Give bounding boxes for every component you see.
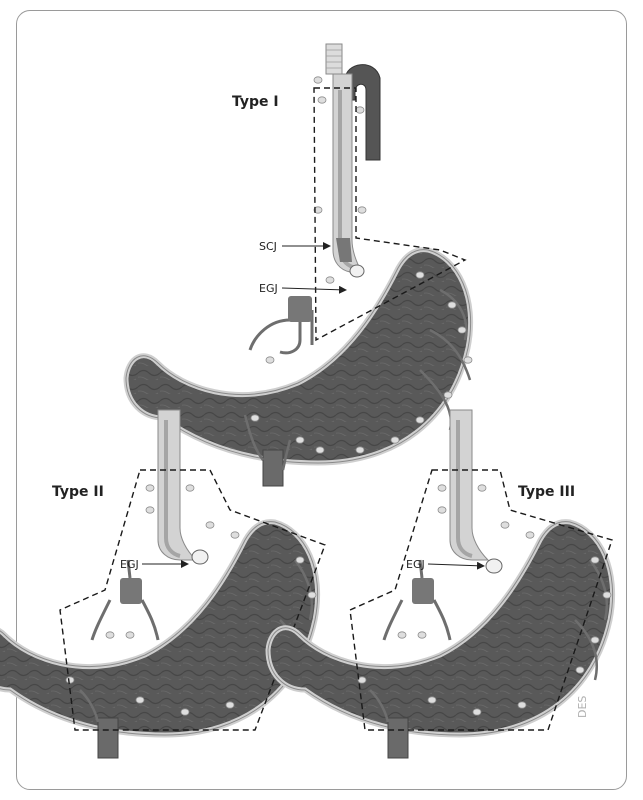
celiac-trunk [120,578,142,604]
type-3-resection-margin [349,469,613,731]
trachea [325,43,343,75]
egj-label: EGJ [406,558,425,571]
type-3-panel: Type III EGJ DES [268,409,613,759]
type-3-label: Type III [518,484,575,500]
celiac-trunk [412,578,434,604]
tumor-nodule-icon [191,549,209,565]
egj-label: EGJ [259,282,278,295]
type-2-resection-margin [59,469,326,731]
portal-vein [97,717,119,759]
portal-vein [262,449,284,487]
aortic-arch-icon [344,64,381,161]
arrow-right-icon [281,285,347,294]
celiac-trunk [288,296,312,322]
gastric-vessels [574,559,609,681]
egj-label: EGJ [120,558,139,571]
celiac-vessels [382,559,452,641]
scj-label: SCJ [259,240,277,253]
tumor-nodule-icon [349,264,365,278]
portal-vein [387,717,409,759]
stomach [0,522,318,735]
tumor-nodule-icon [485,558,503,574]
celiac-vessels [90,559,160,641]
type-1-label: Type I [232,94,279,110]
illustrator-signature: DES [576,696,589,718]
arrow-right-icon [427,561,485,570]
scj-zone [336,238,352,262]
type-1-panel: Type I SCJ EGJ [126,43,472,487]
stomach [268,522,613,735]
type-1-resection-margin [313,87,467,342]
type-2-label: Type II [52,484,104,500]
